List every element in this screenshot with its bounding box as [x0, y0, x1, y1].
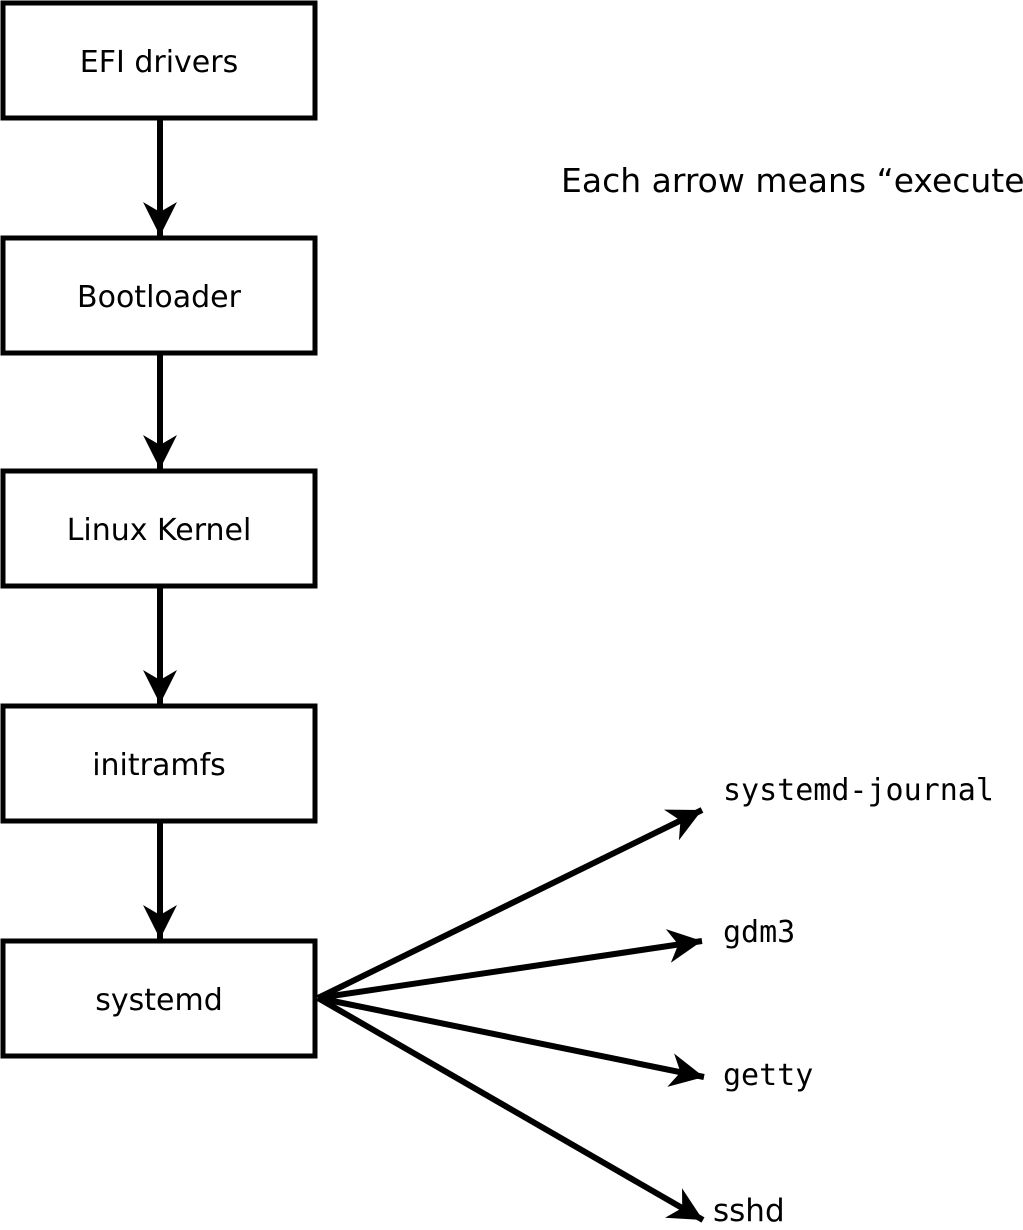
- flowchart-node-linux-kernel-label: Linux Kernel: [67, 513, 252, 548]
- process-label-getty: getty: [723, 1058, 813, 1093]
- flowchart-node-efi-drivers-label: EFI drivers: [80, 45, 238, 80]
- flowchart-node-linux-kernel: [0, 468, 318, 589]
- process-label-systemd-journal: systemd-journal: [723, 773, 994, 808]
- arrow-systemd-to-getty: [317, 995, 705, 1087]
- process-label-sshd: sshd: [713, 1193, 785, 1229]
- caption-arrow-meaning: Each arrow means “executes”.: [561, 161, 1023, 200]
- flowchart-node-initramfs-label: initramfs: [92, 748, 226, 783]
- flowchart-node-systemd: [0, 938, 318, 1059]
- flowchart-node-bootloader: [0, 235, 318, 356]
- arrow-systemd-to-sshd: [316, 995, 705, 1223]
- flowchart-node-bootloader-label: Bootloader: [77, 280, 242, 315]
- flowchart-node-efi-drivers: [0, 0, 318, 121]
- arrow-systemd-to-systemd-journal: [316, 807, 704, 1001]
- process-label-gdm3: gdm3: [723, 915, 795, 950]
- flowchart-node-initramfs: [0, 703, 318, 824]
- arrow-systemd-to-gdm3: [317, 929, 703, 1001]
- flowchart-node-systemd-label: systemd: [95, 983, 223, 1018]
